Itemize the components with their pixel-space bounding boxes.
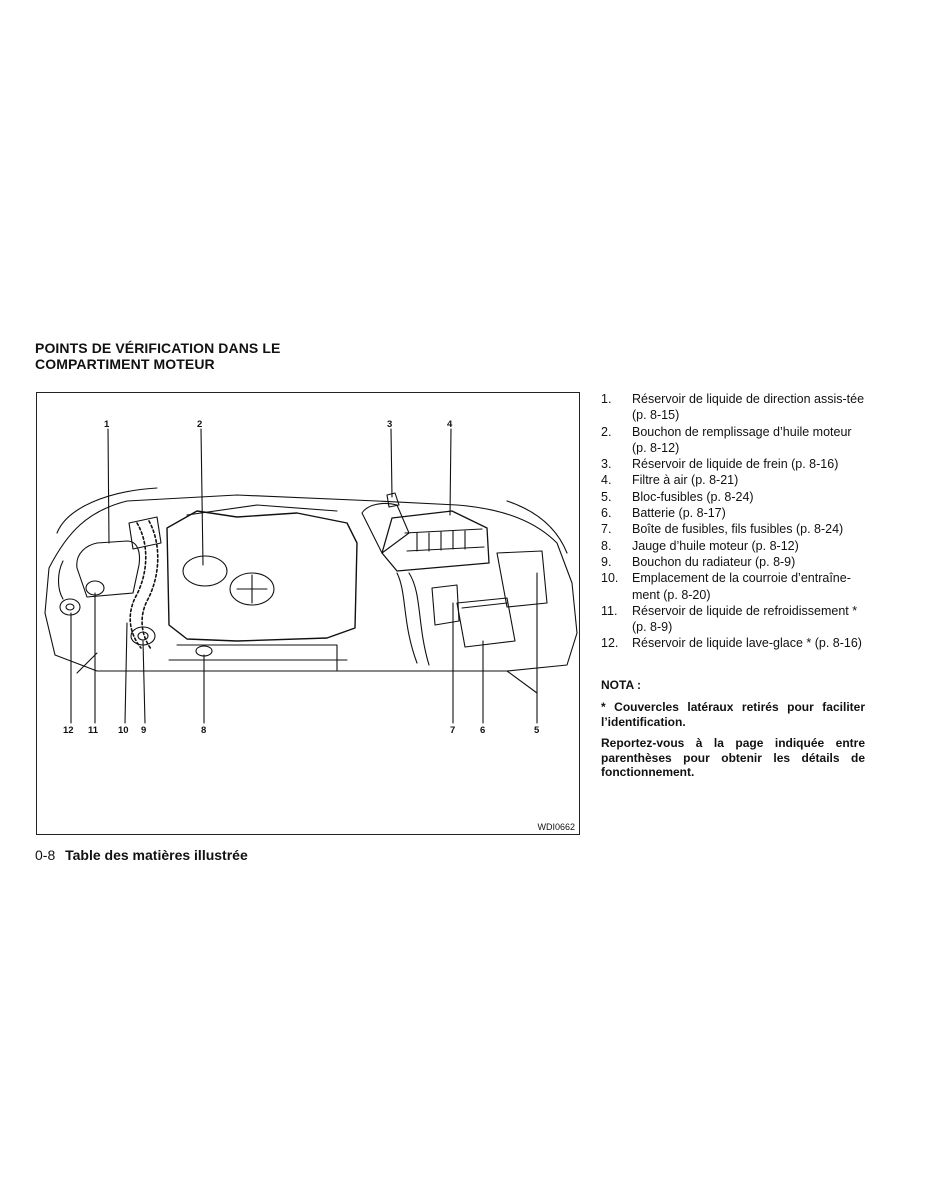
note-paragraph-1: * Couvercles latéraux retirés pour facil… — [601, 700, 865, 729]
legend-item-number: 11. — [601, 603, 618, 618]
legend-item-text: Bouchon de remplissage d’huile moteur (p… — [632, 424, 852, 455]
callout-3: 3 — [387, 419, 393, 430]
legend-item-number: 10. — [601, 571, 619, 586]
callout-12: 12 — [63, 725, 74, 736]
engine-compartment-figure: 1 2 3 4 12 11 10 9 8 7 6 5 WDI0662 — [36, 392, 580, 835]
callout-10: 10 — [118, 725, 129, 736]
legend-item-text: Boîte de fusibles, fils fusibles (p. 8-2… — [632, 522, 844, 537]
legend-item-number: 4. — [601, 473, 612, 488]
legend-item-number: 5. — [601, 489, 612, 504]
callout-1: 1 — [104, 419, 110, 430]
footer-title: Table des matières illustrée — [65, 847, 248, 863]
legend-item: 9. Bouchon du radiateur (p. 8-9) — [601, 554, 865, 570]
page-footer: 0-8 Table des matières illustrée — [35, 847, 248, 863]
note-paragraph-2: Reportez-vous à la page indiquée entre p… — [601, 736, 865, 779]
callout-6: 6 — [480, 725, 486, 736]
section-title-line1: POINTS DE VÉRIFICATION DANS LE — [35, 340, 281, 356]
legend-item-text: Bouchon du radiateur (p. 8-9) — [632, 554, 796, 569]
legend-item-number: 2. — [601, 424, 612, 439]
legend-item-number: 6. — [601, 506, 612, 521]
callout-8: 8 — [201, 725, 207, 736]
section-title-line2: COMPARTIMENT MOTEUR — [35, 356, 215, 372]
legend-item: 11. Réservoir de liquide de refroidisseme… — [601, 603, 865, 636]
callout-4: 4 — [447, 419, 453, 430]
section-title: POINTS DE VÉRIFICATION DANS LE COMPARTIM… — [35, 340, 335, 372]
callout-9: 9 — [141, 725, 147, 736]
note-label: NOTA : — [601, 678, 641, 692]
legend-item: 7. Boîte de fusibles, fils fusibles (p. 8… — [601, 521, 865, 537]
legend-item: 8. Jauge d’huile moteur (p. 8-12) — [601, 538, 865, 554]
legend-item-text: Emplacement de la courroie d’entraîne-me… — [632, 571, 851, 602]
legend-item: 10. Emplacement de la courroie d’entraîne… — [601, 570, 865, 603]
legend-item-text: Bloc-fusibles (p. 8-24) — [632, 489, 754, 504]
legend-item-text: Réservoir de liquide lave-glace * (p. 8-… — [632, 636, 862, 651]
legend-item: 12. Réservoir de liquide lave-glace * (p.… — [601, 635, 865, 651]
page-number: 0-8 — [35, 847, 56, 863]
legend-item-number: 7. — [601, 522, 612, 537]
legend-item: 2. Bouchon de remplissage d’huile moteur … — [601, 424, 865, 457]
legend-item-text: Batterie (p. 8-17) — [632, 506, 726, 521]
legend-item: 6. Batterie (p. 8-17) — [601, 505, 865, 521]
legend-list: 1. Réservoir de liquide de direction assi… — [601, 391, 865, 652]
legend-item: 1. Réservoir de liquide de direction assi… — [601, 391, 865, 424]
figure-code: WDI0662 — [537, 822, 575, 832]
callout-7: 7 — [450, 725, 456, 736]
engine-illustration — [44, 428, 578, 724]
legend-item-number: 3. — [601, 457, 612, 472]
callout-11: 11 — [88, 725, 99, 736]
legend-item: 5. Bloc-fusibles (p. 8-24) — [601, 489, 865, 505]
legend-item-number: 8. — [601, 538, 612, 553]
callout-5: 5 — [534, 725, 540, 736]
legend-item-text: Filtre à air (p. 8-21) — [632, 473, 739, 488]
legend-item-text: Réservoir de liquide de refroidissement … — [632, 603, 858, 635]
legend-item-number: 12. — [601, 636, 619, 651]
callout-2: 2 — [197, 419, 203, 430]
legend-item-number: 9. — [601, 554, 612, 569]
legend-item: 4. Filtre à air (p. 8-21) — [601, 472, 865, 488]
legend-item: 3. Réservoir de liquide de frein (p. 8-16… — [601, 456, 865, 472]
legend-item-text: Réservoir de liquide de frein (p. 8-16) — [632, 457, 839, 472]
legend-item-number: 1. — [601, 392, 612, 406]
legend-item-text: Réservoir de liquide de direction assis-… — [632, 392, 865, 423]
legend-item-text: Jauge d’huile moteur (p. 8-12) — [632, 538, 799, 553]
